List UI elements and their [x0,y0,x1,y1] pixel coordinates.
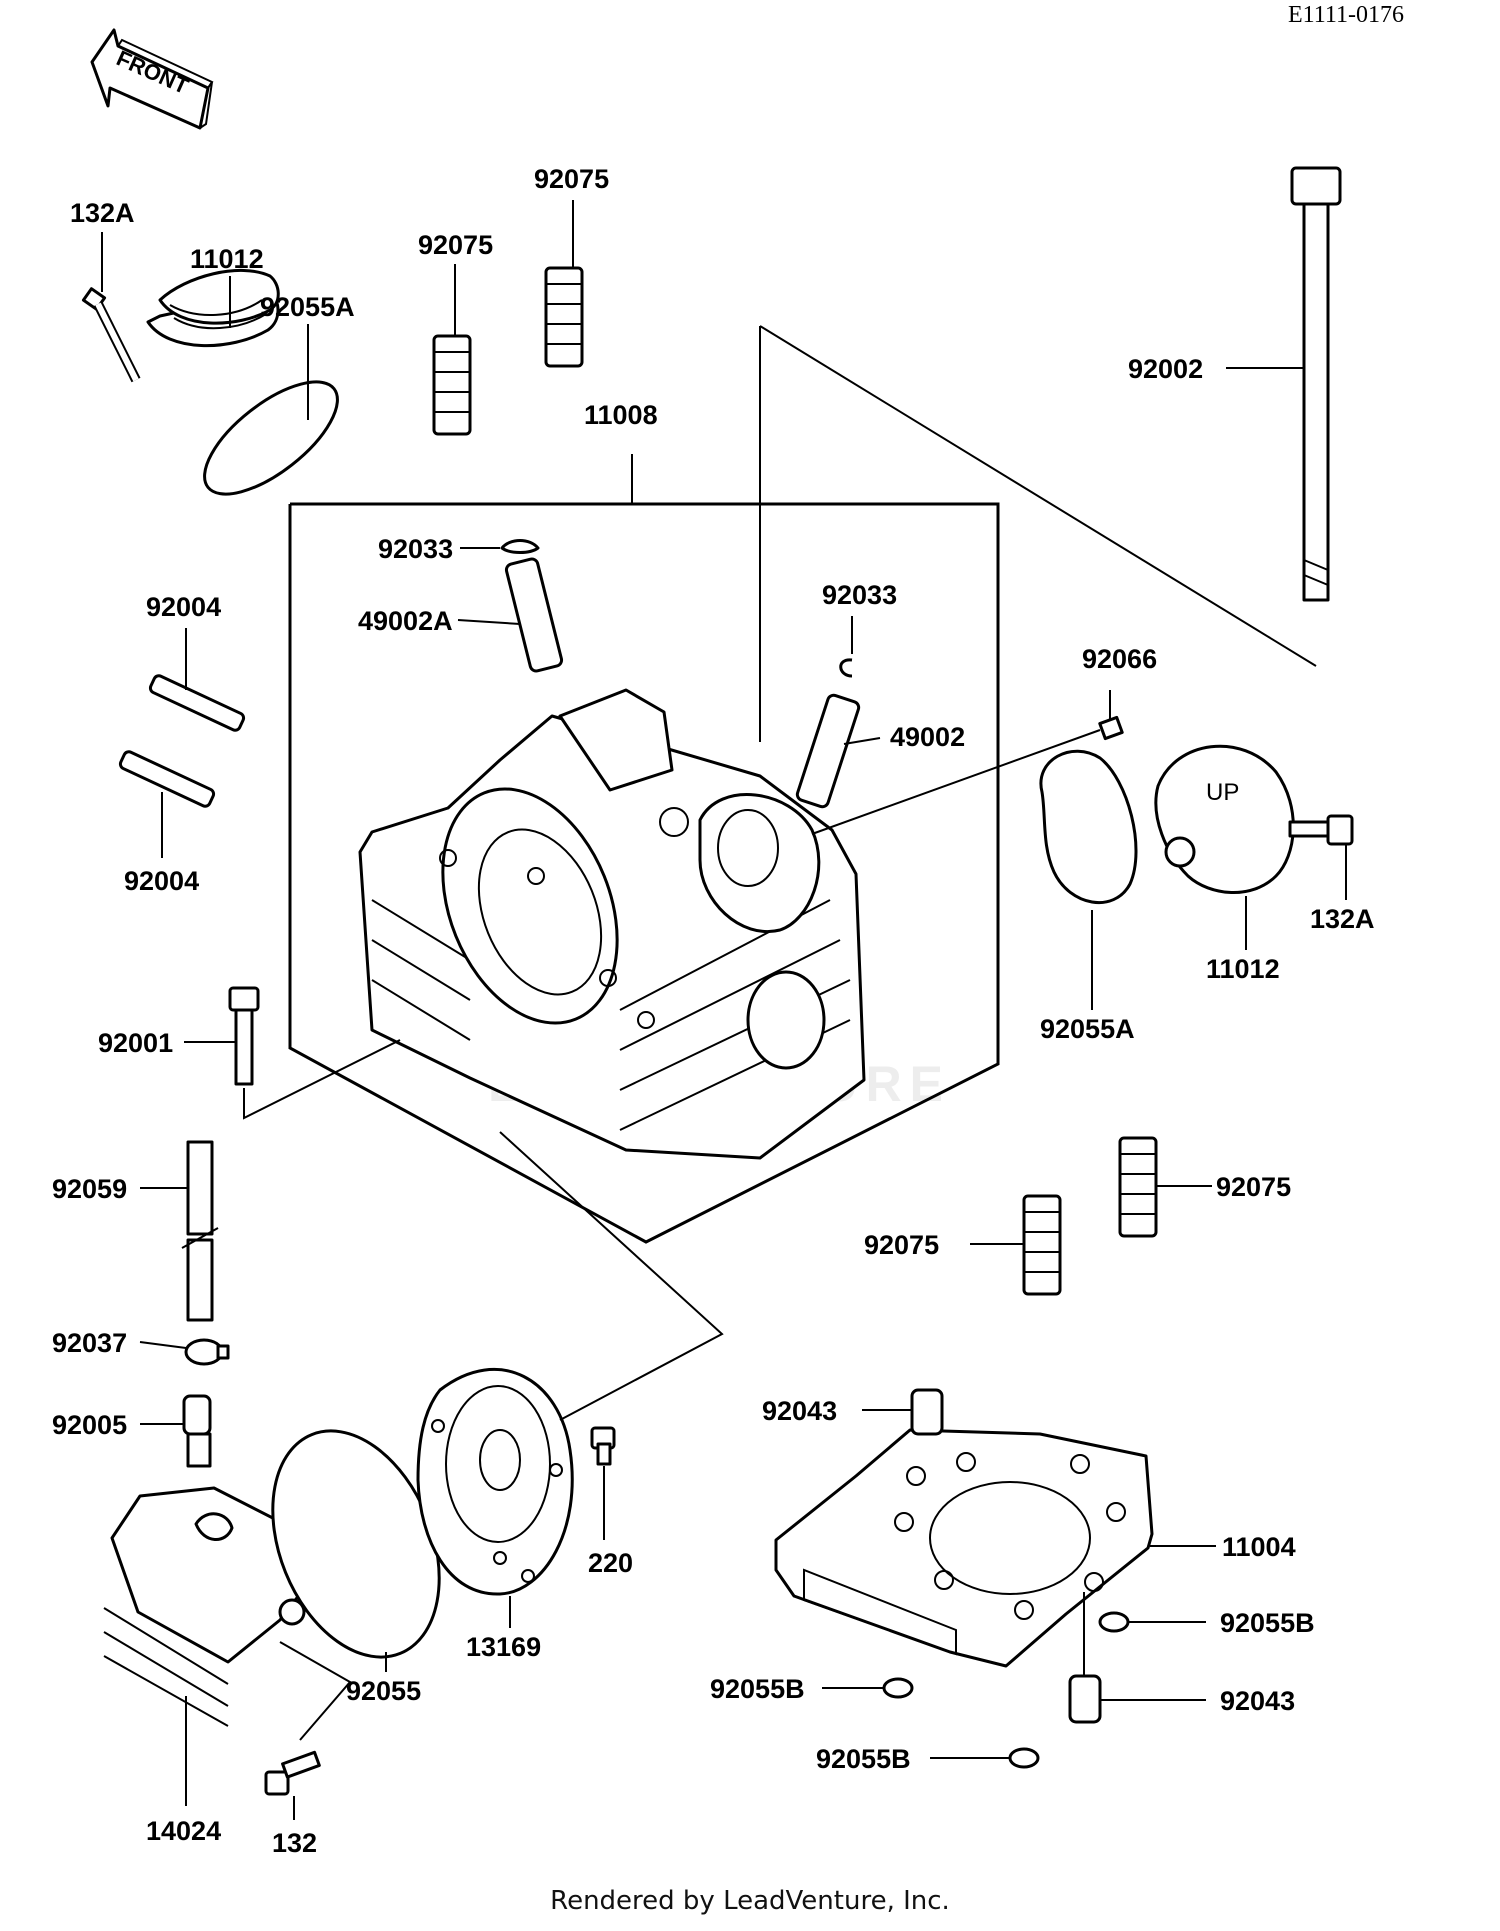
fitting-92005 [182,1394,212,1468]
label-92055a-right: 92055A [1040,1014,1135,1044]
label-11004: 11004 [1222,1532,1296,1562]
o-ring-92055b-b [882,1677,914,1699]
label-92075-c: 92075 [1216,1172,1291,1202]
label-14024: 14024 [146,1816,221,1846]
plug-92066 [1098,715,1124,741]
o-ring-92055a-top [203,380,339,496]
label-92066: 92066 [1082,644,1157,674]
pipe-92059 [181,1140,219,1322]
label-13169: 13169 [466,1632,541,1662]
label-92059: 92059 [52,1174,127,1204]
head-cover-14024 [103,1486,310,1727]
label-49002: 49002 [890,722,965,752]
label-92055a-top: 92055A [260,292,355,322]
o-ring-92055a-right [1039,749,1138,904]
o-ring-92055b-c [1008,1747,1040,1769]
label-92075-b: 92075 [534,164,609,194]
label-92075-a: 92075 [418,230,493,260]
valve-guide-49002 [795,693,861,809]
clamp-92037 [184,1338,230,1366]
label-11012-right: 11012 [1206,954,1280,984]
label-92033-b: 92033 [822,580,897,610]
label-11012-top: 11012 [190,244,264,274]
label-92005: 92005 [52,1410,127,1440]
label-92075-d: 92075 [864,1230,939,1260]
bolt-132 [264,1750,321,1796]
bolt-132a-top [81,287,141,383]
cylinder-head [358,688,866,1160]
damper-92075-b [544,266,584,368]
label-92055b-c: 92055B [816,1744,911,1774]
label-92004-b: 92004 [124,866,199,896]
stud-bolt-92002 [1290,166,1342,602]
front-arrow-icon: FRONT [90,28,214,130]
label-92037: 92037 [52,1328,127,1358]
cylinder-head-box [288,454,1000,1244]
svg-text:UP: UP [1206,779,1239,806]
label-11008: 11008 [584,400,658,430]
diagram-code: E1111-0176 [1288,2,1404,28]
leader-lines [101,200,1347,1820]
damper-92075-c [1118,1136,1158,1238]
label-49002a: 49002A [358,606,453,636]
damper-92075-d [1022,1194,1062,1296]
label-132a-top: 132A [70,198,135,228]
stud-92004-a [148,674,246,732]
cover-cap-top [146,268,280,347]
label-92055b-b: 92055B [710,1674,805,1704]
damper-92075-a [432,334,472,436]
label-132a-right: 132A [1310,904,1375,934]
screw-220 [590,1426,616,1466]
label-220: 220 [588,1548,633,1578]
plate-13169 [416,1368,574,1596]
label-92043-b: 92043 [1220,1686,1295,1716]
bolt-92001 [228,986,260,1086]
dowel-92043-b [1068,1674,1102,1724]
valve-guide-49002a [500,539,564,673]
label-92004-a: 92004 [146,592,221,622]
cover-cap-right: UP [1154,744,1295,894]
label-92055: 92055 [346,1676,421,1706]
label-92043-a: 92043 [762,1396,837,1426]
label-92001: 92001 [98,1028,173,1058]
stud-92004-b [118,750,216,808]
label-92055b-a: 92055B [1220,1608,1315,1638]
footer-credit: Rendered by LeadVenture, Inc. [550,1886,950,1916]
o-ring-92055b-a [1098,1611,1130,1633]
label-132: 132 [272,1828,317,1858]
bolt-132a-right [1288,814,1354,846]
retainer-92033-b [839,658,853,678]
label-92002: 92002 [1128,354,1203,384]
dowel-92043-a [910,1388,944,1436]
gasket-11004 [774,1428,1154,1668]
label-92033-a: 92033 [378,534,453,564]
